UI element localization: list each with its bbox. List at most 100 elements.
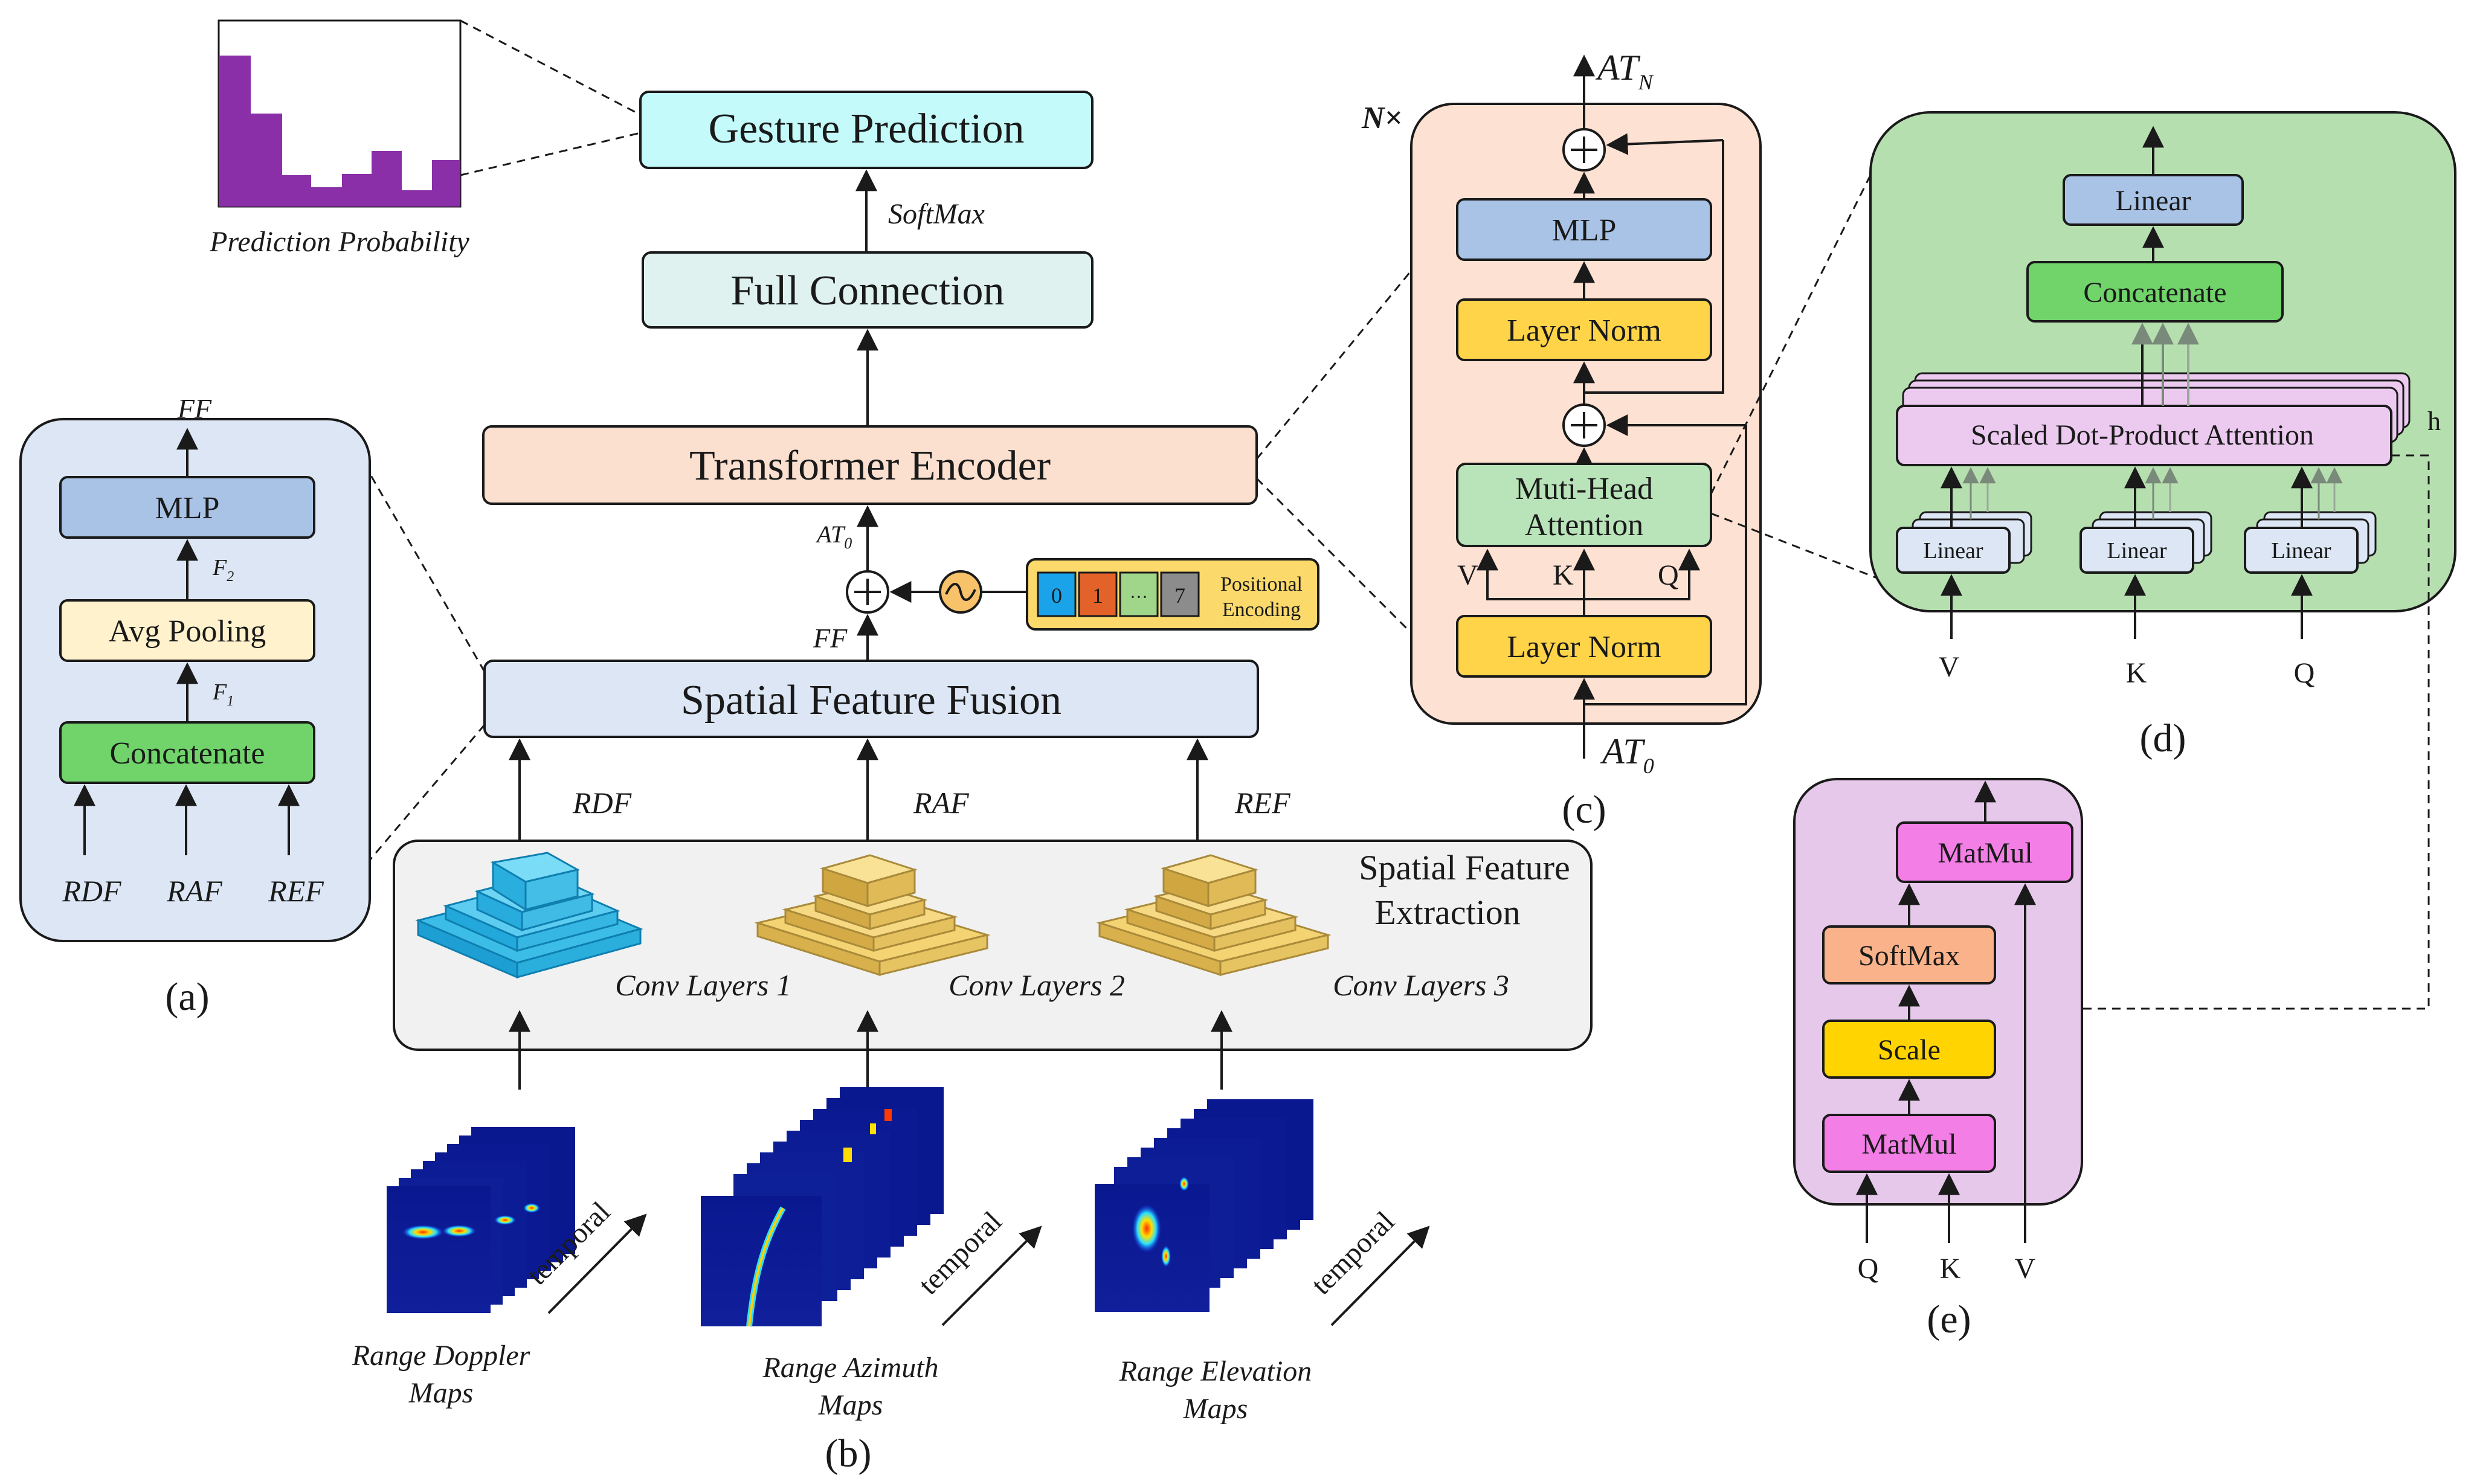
panel-e-input-q: Q — [1858, 1253, 1879, 1285]
panel-c-layer-norm-bottom: Layer Norm — [1507, 630, 1661, 664]
panel-e-softmax: SoftMax — [1858, 940, 1960, 972]
dashed-connector — [369, 724, 486, 861]
panel-e: MatMul SoftMax Scale MatMul — [1793, 778, 2083, 1243]
dashed-connector — [1710, 175, 1872, 495]
svg-text:Linear: Linear — [2271, 538, 2331, 564]
conv-layers-3-label: Conv Layers 3 — [1333, 968, 1509, 1002]
ff-label: FF — [813, 623, 848, 654]
panel-e-input-v: V — [2015, 1253, 2036, 1285]
positional-label-2: Encoding — [1222, 599, 1301, 621]
dashed-connector — [1255, 270, 1413, 460]
panel-a-concatenate: Concatenate — [110, 736, 265, 771]
panel-e-matmul-top: MatMul — [1938, 837, 2032, 869]
map-label-azimuth-1: Range Azimuth — [762, 1352, 938, 1384]
dashed-connector — [1255, 477, 1413, 634]
panel-d-linear-top: Linear — [2115, 185, 2191, 217]
panel-c-mlp: MLP — [1552, 213, 1617, 248]
linear-stack-k: Linear — [2079, 511, 2212, 574]
pos-token-ellipsis: ··· — [1130, 587, 1148, 607]
temporal-arrow-2: temporal — [912, 1206, 1042, 1326]
extraction-title-line2: Extraction — [1374, 893, 1521, 932]
panel-d-input-k: K — [2126, 657, 2147, 689]
panel-a-caption: (a) — [165, 975, 209, 1019]
panel-e-scale: Scale — [1878, 1034, 1941, 1066]
panel-c-k: K — [1553, 559, 1574, 591]
dashed-connector — [2082, 454, 2430, 1010]
map-label-elevation-2: Maps — [1183, 1393, 1248, 1425]
range-elevation-maps — [1095, 1099, 1313, 1312]
spatial-feature-fusion-label: Spatial Feature Fusion — [681, 677, 1061, 724]
panel-b-caption: (b) — [825, 1431, 872, 1476]
panel-d-input-v: V — [1939, 651, 1960, 683]
range-doppler-maps — [387, 1127, 575, 1313]
svg-text:Linear: Linear — [1923, 538, 1983, 564]
temporal-arrow-3: temporal — [1305, 1206, 1430, 1326]
panel-d-sdpa: Scaled Dot-Product Attention — [1971, 419, 2314, 451]
svg-text:temporal: temporal — [1305, 1206, 1400, 1301]
positional-label-1: Positional — [1220, 573, 1303, 596]
panel-a-input-ref: REF — [268, 874, 324, 908]
full-connection-box: Full Connection — [642, 251, 1094, 329]
panel-d-h: h — [2427, 406, 2441, 436]
conv-pyramid-3 — [1096, 854, 1332, 977]
full-connection-label: Full Connection — [730, 268, 1004, 314]
panel-a-f2: F2 — [212, 555, 234, 585]
panel-a-avg-pooling: Avg Pooling — [109, 614, 266, 649]
spatial-feature-extraction-box: Spatial Feature Extraction — [393, 840, 1593, 1051]
conv-pyramid-1 — [415, 852, 643, 979]
feature-label-raf: RAF — [913, 786, 969, 820]
panel-c: N× ATN MLP Layer Norm Muti-Head Attentio… — [1361, 48, 1762, 778]
panel-c-v: V — [1457, 559, 1478, 591]
panel-c-q: Q — [1658, 559, 1679, 591]
linear-stack-v: Linear — [1896, 511, 2032, 574]
panel-e-input-k: K — [1940, 1253, 1961, 1285]
transformer-encoder-box: Transformer Encoder — [482, 425, 1258, 505]
map-label-doppler-1: Range Doppler — [352, 1340, 530, 1372]
panel-a-ff-label: FF — [177, 393, 212, 424]
panel-d-input-q: Q — [2294, 657, 2315, 689]
sine-circle — [939, 570, 982, 614]
feature-label-rdf: RDF — [572, 786, 632, 820]
atn-label: ATN — [1595, 48, 1654, 94]
prediction-probability-chart — [217, 19, 462, 208]
range-azimuth-maps — [701, 1087, 944, 1327]
transformer-encoder-label: Transformer Encoder — [689, 443, 1051, 489]
pos-token-0: 0 — [1051, 583, 1062, 608]
panel-e-caption: (e) — [1927, 1297, 1971, 1341]
map-label-azimuth-2: Maps — [818, 1389, 883, 1421]
map-label-doppler-2: Maps — [408, 1377, 474, 1409]
linear-stack-q: Linear — [2244, 511, 2377, 574]
map-label-elevation-1: Range Elevation — [1119, 1355, 1312, 1387]
panel-d: Linear Concatenate Scaled Dot-Product At… — [1869, 111, 2456, 639]
panel-c-layer-norm-top: Layer Norm — [1507, 313, 1661, 348]
dashed-connector — [460, 19, 641, 116]
prediction-probability-label: Prediction Probability — [209, 226, 469, 258]
panel-c-at0: AT0 — [1600, 731, 1654, 778]
panel-c-mha-line1: Muti-Head — [1515, 472, 1653, 506]
conv-pyramid-2 — [754, 854, 991, 977]
panel-a-input-raf: RAF — [166, 874, 222, 908]
pos-token-7: 7 — [1174, 583, 1185, 608]
positional-encoding-box: 0 1 ··· 7 Positional Encoding — [1026, 558, 1319, 631]
spatial-feature-fusion-box: Spatial Feature Fusion — [483, 660, 1259, 738]
panel-c-caption: (c) — [1562, 788, 1606, 832]
panel-e-matmul-bottom: MatMul — [1861, 1128, 1956, 1160]
panel-d-caption: (d) — [2140, 716, 2186, 760]
extraction-title-line1: Spatial Feature — [1359, 848, 1570, 887]
conv-layers-2-label: Conv Layers 2 — [949, 968, 1125, 1002]
svg-text:Linear: Linear — [2107, 538, 2167, 564]
panel-a-mlp: MLP — [155, 491, 220, 525]
panel-a: FF MLP F2 Avg Pooling F1 Concatenate RDF… — [19, 393, 371, 942]
panel-a-f1: F1 — [212, 679, 234, 709]
at0-label: AT0 — [815, 521, 852, 552]
add-circle — [846, 570, 889, 614]
panel-a-input-rdf: RDF — [62, 874, 121, 908]
dashed-connector — [369, 473, 486, 672]
conv-layers-1-label: Conv Layers 1 — [615, 968, 791, 1002]
dashed-connector — [460, 132, 641, 176]
gesture-prediction-box: Gesture Prediction — [639, 91, 1094, 169]
feature-label-ref: REF — [1234, 786, 1290, 820]
gesture-prediction-label: Gesture Prediction — [709, 106, 1025, 152]
panel-d-concatenate: Concatenate — [2083, 277, 2226, 309]
